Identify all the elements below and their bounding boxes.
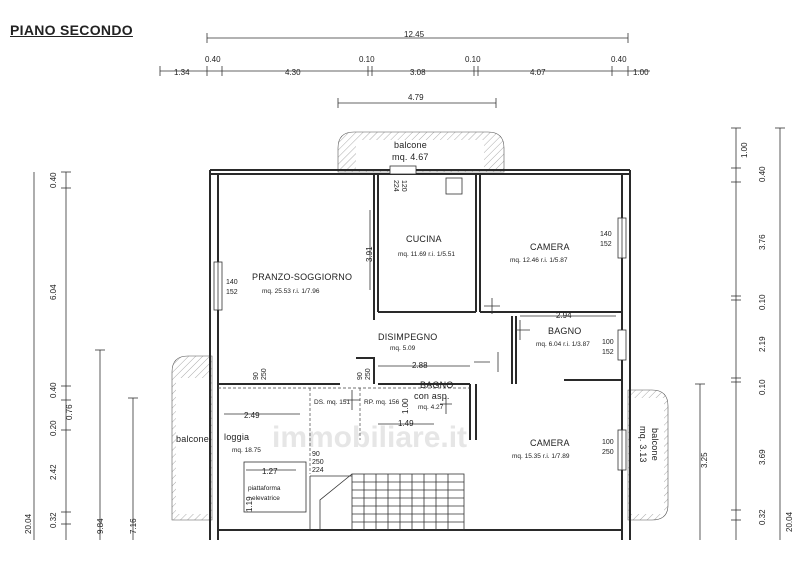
room-loggia-name: loggia — [224, 432, 249, 442]
win-cucina-w: 224 — [392, 180, 399, 192]
balcone-top-name: balcone — [394, 140, 427, 150]
dim-right-h: 0.32 — [758, 509, 767, 525]
watermark: immobiliare.it — [272, 421, 467, 454]
dim-left-e: 0.76 — [65, 404, 74, 420]
left-dimensions: 0.40 6.04 0.40 0.20 0.76 2.42 0.32 20.04… — [24, 171, 138, 540]
dim-total-width: 12.45 — [404, 30, 425, 39]
room-camera1-name: CAMERA — [530, 242, 570, 252]
dim-right-b: 0.40 — [758, 166, 767, 182]
dim-d7: 4.07 — [530, 68, 546, 77]
room-disimpegno-name: DISIMPEGNO — [378, 332, 438, 342]
dim-stair-w: 1.27 — [262, 467, 278, 476]
room-pranzo-name: PRANZO-SOGGIORNO — [252, 272, 352, 282]
balcone-top-meta: mq. 4.67 — [392, 152, 429, 162]
doors — [344, 298, 530, 414]
piattaforma-elevatrice — [243, 461, 307, 513]
staircase — [309, 473, 465, 531]
win-pranzo-w: 152 — [226, 289, 238, 296]
dim-cucina-h: 3.91 — [365, 246, 374, 262]
dim-d8: 0.40 — [611, 55, 627, 64]
dim-left-total: 20.04 — [24, 513, 33, 534]
win-camera2-w: 250 — [602, 449, 614, 456]
room-camera1-meta: mq. 12.46 r.i. 1/5.87 — [510, 257, 568, 264]
dim-left-i: 7.16 — [129, 518, 138, 534]
win-stair-h: 90 — [312, 451, 320, 458]
win-camera2-h: 100 — [602, 439, 614, 446]
balcone-left-name: balcone — [176, 434, 209, 444]
dim-right-total: 20.04 — [785, 511, 794, 532]
dim-loggia-w: 2.49 — [244, 411, 260, 420]
win-bagno1-w: 152 — [602, 349, 614, 356]
dim-left-h: 9.84 — [96, 518, 105, 534]
dim-right-c: 3.76 — [758, 234, 767, 250]
win-stair-w: 250 — [312, 459, 324, 466]
win-camera1-h: 140 — [600, 231, 612, 238]
dim-left-b: 6.04 — [49, 284, 58, 300]
dim-left-a: 0.40 — [49, 172, 58, 188]
dim-d4: 0.10 — [359, 55, 375, 64]
balcone-right-meta: mq. 3.13 — [638, 426, 648, 463]
win-loggia-w: 250 — [261, 368, 268, 380]
win-camera1-w: 152 — [600, 241, 612, 248]
page-title: PIANO SECONDO — [10, 22, 133, 38]
room-bagno2-sub: con asp. — [414, 391, 450, 401]
room-bagno1-meta: mq. 6.04 r.i. 1/3.87 — [536, 341, 590, 348]
room-camera2-name: CAMERA — [530, 438, 570, 448]
win-stair-w2: 224 — [312, 467, 324, 474]
win-loggia2-w: 250 — [365, 368, 372, 380]
dim-bagno2-w: 1.49 — [398, 419, 414, 428]
dim-right-e: 2.19 — [758, 336, 767, 352]
top-dimensions: 12.45 1.34 0.40 4.30 0.10 3.08 0.10 4.07… — [159, 30, 650, 108]
room-disimpegno-meta: mq. 5.09 — [390, 345, 416, 352]
dim-stair-h: 1.19 — [245, 496, 254, 512]
dim-left-g: 0.32 — [49, 512, 58, 528]
interior-walls — [218, 174, 622, 474]
win-loggia-h: 90 — [253, 372, 260, 380]
dim-sub: 4.79 — [408, 93, 424, 102]
dim-right-a: 1.00 — [740, 142, 749, 158]
win-cucina-h: 120 — [400, 180, 407, 192]
dim-left-c: 0.40 — [49, 382, 58, 398]
room-bagno2-name: BAGNO — [420, 380, 454, 390]
balcone-right-name: balcone — [650, 428, 660, 461]
dim-left-f: 2.42 — [49, 464, 58, 480]
piattaforma-line1: piattaforma — [248, 485, 281, 492]
rp-label: RP. mq. 156 — [364, 399, 400, 406]
room-camera2-meta: mq. 15.35 r.i. 1/7.89 — [512, 453, 570, 460]
dim-right-f: 0.10 — [758, 379, 767, 395]
dim-d6: 0.10 — [465, 55, 481, 64]
dim-d1: 1.34 — [174, 68, 190, 77]
dim-d5: 3.08 — [410, 68, 426, 77]
room-pranzo-meta: mq. 25.53 r.i. 1/7.96 — [262, 288, 320, 295]
win-loggia2-h: 90 — [357, 372, 364, 380]
room-bagno2-meta: mq. 4.27 — [418, 404, 444, 411]
dim-d3: 4.30 — [285, 68, 301, 77]
piattaforma-line2: elevatrice — [252, 495, 280, 502]
dim-inner-v: 1.00 — [401, 398, 410, 414]
ds-label: DS. mq. 151 — [314, 399, 351, 406]
dim-right-d: 0.10 — [758, 294, 767, 310]
room-cucina-meta: mq. 11.69 r.i. 1/5.51 — [398, 251, 455, 258]
win-pranzo-h: 140 — [226, 279, 238, 286]
right-dimensions: 1.00 0.40 3.76 0.10 2.19 0.10 3.69 0.32 … — [695, 127, 794, 540]
dim-bagno-w: 2.94 — [556, 311, 572, 320]
dim-right-g: 3.69 — [758, 449, 767, 465]
dim-d9: 1.00 — [633, 68, 649, 77]
room-loggia-meta: mq. 18.75 — [232, 447, 261, 454]
dim-left-d: 0.20 — [49, 420, 58, 436]
dim-right-i: 3.25 — [700, 452, 709, 468]
dim-d2: 0.40 — [205, 55, 221, 64]
dim-disimp-w: 2.88 — [412, 361, 428, 370]
room-cucina-name: CUCINA — [406, 234, 442, 244]
room-bagno1-name: BAGNO — [548, 326, 582, 336]
win-bagno1-h: 100 — [602, 339, 614, 346]
windows — [213, 165, 627, 471]
